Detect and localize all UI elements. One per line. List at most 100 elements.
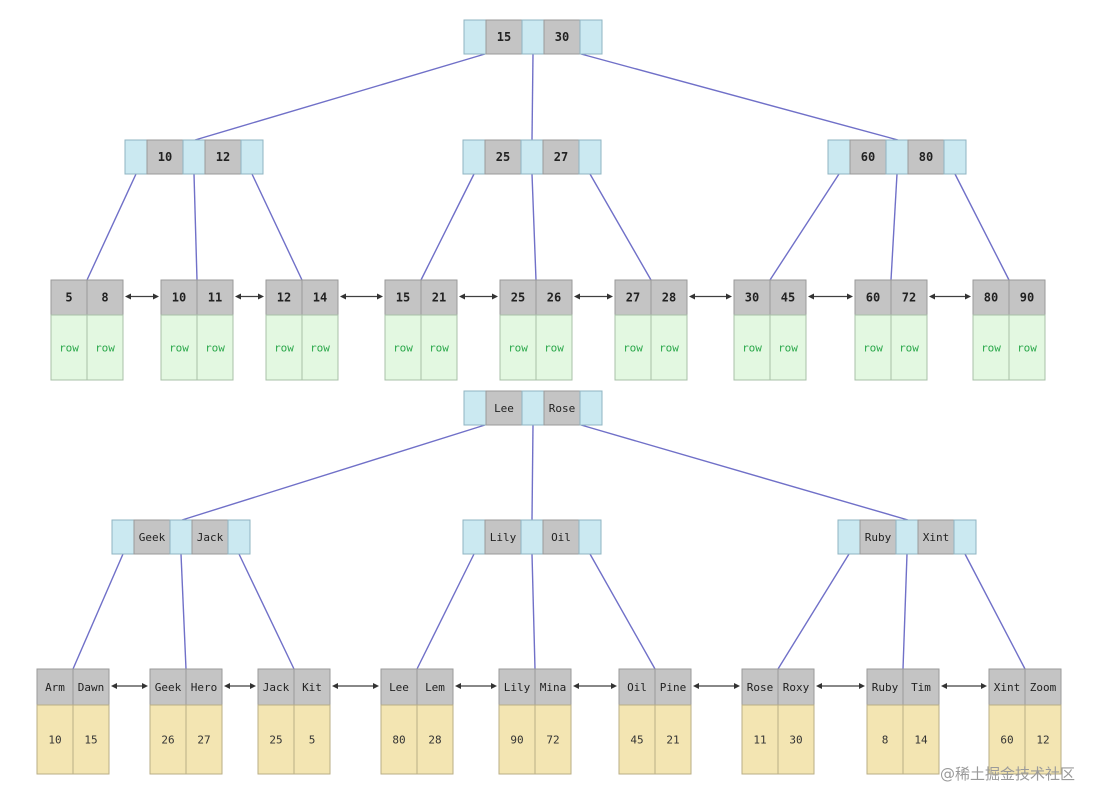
tree1-internal-node-key-cell <box>542 139 580 175</box>
tree2-leaf-node-value-label: 12 <box>1036 734 1049 747</box>
tree1-root-node-key-label: 30 <box>555 30 569 44</box>
tree2-leaf-node-key-label: Geek <box>155 681 182 694</box>
tree1-internal-node: 25 27 <box>462 139 602 175</box>
tree1-root-node-key-cell <box>543 19 581 55</box>
tree2-leaf-node-key-label: Xint <box>994 681 1021 694</box>
tree1-leaf-node-value-label: row <box>1017 342 1037 355</box>
tree2-leaf-node-value-label: 11 <box>753 734 766 747</box>
tree1-internal-node-key-label: 10 <box>158 150 172 164</box>
tree1-leaf-link-arrow-left <box>125 293 131 300</box>
tree-edges <box>72 53 1026 670</box>
tree2-leaf-node-value-cell <box>36 704 74 775</box>
tree1-leaf-node-value-cell <box>650 314 688 381</box>
tree1-leaf-node-value-cell <box>50 314 88 381</box>
tree1-internal-node-key-label: 27 <box>554 150 568 164</box>
tree1-internal-node-pointer-cell <box>885 139 909 175</box>
tree2-leaf-node-key-label: Jack <box>263 681 290 694</box>
tree1-root-node-pointer-cell <box>579 19 603 55</box>
tree1-leaf-link-arrow-left <box>235 293 241 300</box>
tree2-leaf-node-value-cell <box>1024 704 1062 775</box>
tree2-internal-edge <box>531 553 536 670</box>
tree2-root-node-key-label: Lee <box>494 402 514 415</box>
tree1-leaf-node-value-label: row <box>429 342 449 355</box>
tree1-internal-node-pointer-cell <box>578 139 602 175</box>
tree1-leaf-node-value-cell <box>733 314 771 381</box>
tree2-leaf-node-key-cell <box>654 668 692 706</box>
tree2-internal-edge <box>777 553 850 670</box>
tree1-leaf-node-value-label: row <box>863 342 883 355</box>
tree2-leaf-link-arrow-right <box>142 683 148 689</box>
tree2-leaf-node-key-label: Lem <box>425 681 445 694</box>
tree1-root-edge <box>531 53 534 141</box>
tree1-leaf-node-key-label: 45 <box>781 291 795 305</box>
tree2-internal-node-key-label: Oil <box>551 531 571 544</box>
tree2-leaf-node-value-label: 10 <box>48 734 61 747</box>
tree2-root-edge <box>580 424 909 521</box>
tree1-internal-node-key-cell <box>849 139 887 175</box>
tree1-leaf-link-arrow-right <box>377 293 383 300</box>
tree2-internal-node-key-cell <box>917 519 955 555</box>
tree1-leaf-link-arrow-right <box>492 293 498 300</box>
tree2-leaf-node-value-label: 72 <box>546 734 559 747</box>
tree2-root-node-pointer-cell <box>463 390 487 426</box>
tree2-internal-node-pointer-cell <box>953 519 977 555</box>
tree2-internal-edge <box>416 553 475 670</box>
tree1-leaf-node-value-cell <box>301 314 339 381</box>
tree2-root-node-key-cell <box>485 390 523 426</box>
tree2-internal-node-pointer-cell <box>578 519 602 555</box>
tree1-leaf-node-value-label: row <box>274 342 294 355</box>
tree1-leaf-node-value-label: row <box>205 342 225 355</box>
tree1-leaf-node-value-cell <box>769 314 807 381</box>
tree1-leaf-node-key-label: 25 <box>511 291 525 305</box>
tree1-internal-node-pointer-cell <box>827 139 851 175</box>
tree2-root-node-pointer-cell <box>579 390 603 426</box>
tree2-leaf-node-value-cell <box>902 704 940 775</box>
tree2-internal-node-key-label: Geek <box>139 531 166 544</box>
tree2-leaf-node-value-label: 27 <box>197 734 210 747</box>
tree2-leaf-node-key-label: Oil <box>627 681 647 694</box>
tree1-leaf-link-arrow-right <box>153 293 159 300</box>
tree2-leaf-node-value-cell <box>185 704 223 775</box>
tree2-leaf-node-value-cell <box>988 704 1026 775</box>
tree2-internal-node-pointer-cell <box>227 519 251 555</box>
tree1-leaf-node-value-cell <box>614 314 652 381</box>
tree2-internal-node-key-cell <box>133 519 171 555</box>
tree1-leaf-node-value-label: row <box>544 342 564 355</box>
tree2-leaf-node-key-label: Zoom <box>1030 681 1057 694</box>
tree1-leaf-node-value-label: row <box>310 342 330 355</box>
tree1-leaf-link-arrow-left <box>574 293 580 300</box>
tree2-leaf-node-value-cell <box>777 704 815 775</box>
tree2-root-node-key-cell <box>543 390 581 426</box>
tree2-leaf-node-value-label: 25 <box>269 734 282 747</box>
tree1-leaf-node-key-cell <box>420 279 458 316</box>
tree2-internal-edge <box>72 553 124 670</box>
tree1-internal-node-pointer-cell <box>182 139 206 175</box>
tree1-leaf-node-key-cell <box>650 279 688 316</box>
tree2-leaf-node-value-label: 15 <box>84 734 97 747</box>
tree2-leaf-node-value-label: 45 <box>630 734 643 747</box>
tree1-internal-node-key-label: 80 <box>919 150 933 164</box>
tree1-leaf-link-arrow-left <box>340 293 346 300</box>
tree2-leaf-link-arrow-left <box>941 683 947 689</box>
tree1-leaf-node-value-label: row <box>981 342 1001 355</box>
tree2-internal-node-pointer-cell <box>169 519 193 555</box>
tree2-internal-node-key-label: Xint <box>923 531 950 544</box>
tree2-root-edge <box>181 424 486 521</box>
tree1-leaf-node-value-cell <box>1008 314 1046 381</box>
tree1-internal-node-key-label: 25 <box>496 150 510 164</box>
tree1-leaf-node-key-cell <box>972 279 1010 316</box>
tree1-internal-edge <box>251 173 303 281</box>
tree1-root-edge <box>194 53 486 141</box>
tree1-internal-edge <box>589 173 652 281</box>
tree1-leaf-node-value-label: row <box>659 342 679 355</box>
